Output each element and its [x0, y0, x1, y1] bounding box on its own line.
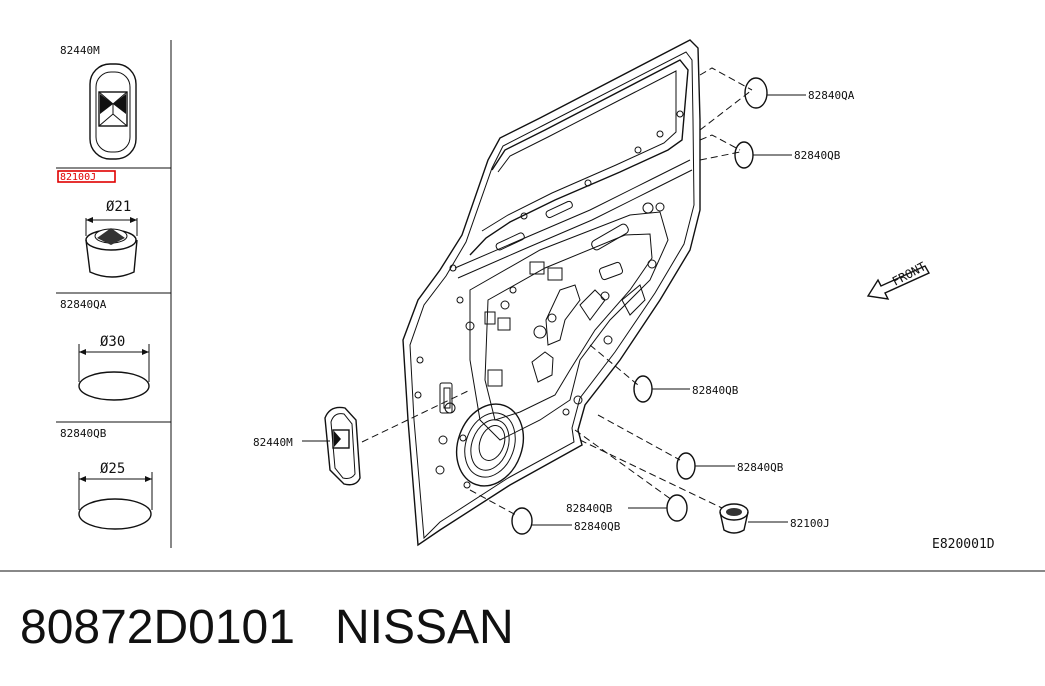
- brand-name: NISSAN: [334, 601, 514, 654]
- callout-82440M: 82440M: [253, 436, 293, 449]
- legend-label-82840QB: 82840QB: [60, 427, 107, 440]
- plug-82840QA-callout: [744, 77, 768, 109]
- diagram-code: E820001D: [932, 537, 995, 552]
- legend-label-82100J: 82100J: [60, 172, 96, 183]
- legend-label-82440M: 82440M: [60, 44, 100, 57]
- plug-82840QA-illustration: [78, 344, 150, 401]
- front-arrow-icon: [866, 265, 930, 300]
- plug-82840QB-callout-low: [676, 452, 696, 480]
- grommet-82440M-callout: [324, 406, 361, 486]
- dimension-21: Ø21: [106, 199, 131, 215]
- clip-82100J-callout: [719, 503, 749, 534]
- clip-82100J-illustration: [85, 217, 138, 278]
- dimension-30: Ø30: [100, 334, 125, 350]
- plug-82840QB-callout-bottom-a: [666, 494, 688, 522]
- callout-82840QA-top: 82840QA: [808, 89, 855, 102]
- dimension-25: Ø25: [100, 461, 125, 477]
- speaker-opening: [455, 403, 525, 487]
- callout-82840QB-top: 82840QB: [794, 149, 841, 162]
- grommet-82440M-illustration: [89, 63, 137, 160]
- plug-82840QB-callout-top: [734, 141, 754, 169]
- plug-82840QB-callout-mid: [633, 375, 653, 403]
- part-number: 80872D0101: [20, 601, 295, 654]
- callout-82840QB-mid: 82840QB: [692, 384, 739, 397]
- callouts: 82840QA 82840QB FRONT 82840QB 82840QB 82…: [253, 67, 995, 552]
- plug-82840QB-callout-bottom-b: [511, 507, 533, 535]
- callout-82840QB-low: 82840QB: [737, 461, 784, 474]
- caption: 80872D0101 NISSAN: [20, 598, 514, 658]
- plug-82840QB-illustration: [78, 472, 153, 530]
- callout-82840QB-bottom-a: 82840QB: [566, 502, 613, 515]
- front-label: FRONT: [890, 259, 928, 288]
- callout-82840QB-bottom-b: 82840QB: [574, 520, 621, 533]
- legend-panel: 82440M 82100J Ø21 82840QA Ø30: [56, 40, 172, 548]
- callout-82100J: 82100J: [790, 517, 830, 530]
- legend-label-82840QA: 82840QA: [60, 298, 107, 311]
- highlight-box: [57, 170, 116, 183]
- rear-door-inner-panel: [402, 39, 701, 547]
